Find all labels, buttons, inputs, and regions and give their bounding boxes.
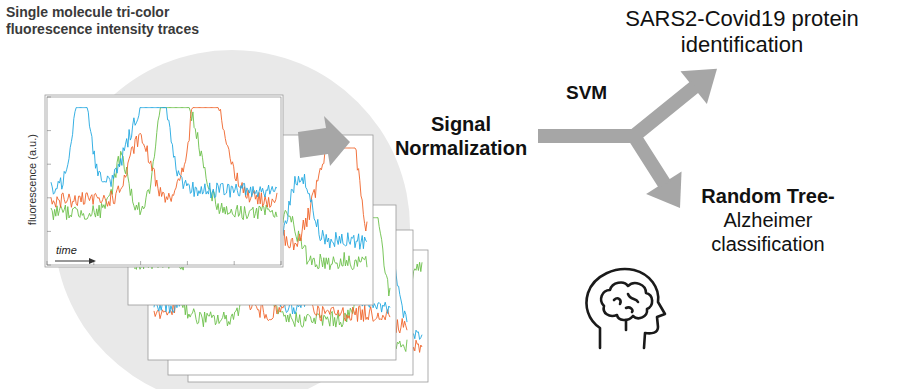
process-label: SARS2-Covid19 protein identification [582, 4, 902, 61]
node-body: Alzheimer classification [688, 208, 848, 256]
edge-label: SVM [566, 82, 607, 104]
panel-title: Single molecule tri-color fluorescence i… [6, 4, 238, 38]
node-title: Signal Normalization [390, 112, 532, 160]
node-title: Random Tree- [688, 184, 848, 208]
time-arrow [55, 260, 92, 261]
brain-head-icon [587, 269, 666, 348]
trace-cards [45, 95, 428, 382]
trace-card [45, 95, 283, 267]
time-arrow-head [89, 258, 96, 264]
process-label: Signal Normalization [390, 110, 532, 162]
flow-arrow [538, 69, 717, 136]
process-label: Random Tree-Alzheimer classification [688, 182, 848, 258]
node-title: SARS2-Covid19 protein identification [582, 6, 902, 59]
axis-label: fluorescence (a.u.) [26, 110, 39, 250]
axis-label: time [56, 244, 96, 257]
flow-arrow [538, 136, 682, 208]
input-arrow [298, 116, 350, 166]
